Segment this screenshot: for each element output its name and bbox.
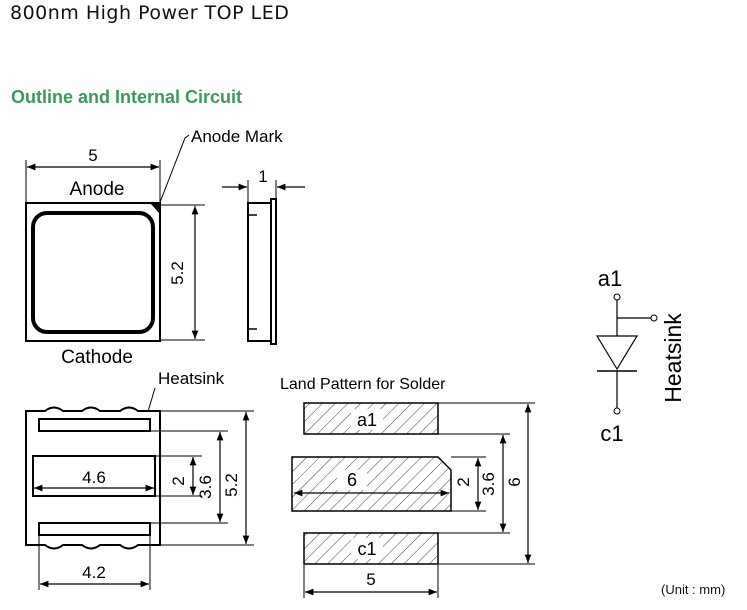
section-heading: Outline and Internal Circuit: [11, 87, 243, 107]
land-total-height-label: 6: [505, 477, 524, 486]
cathode-pad: [38, 522, 151, 536]
side-body: [247, 202, 272, 342]
top-view: 5 Anode Anode Mark 5.2 Cathode: [25, 127, 283, 368]
heatsink-height-dimension: 2: [169, 476, 188, 485]
total-height-dimension: 5.2: [222, 473, 241, 497]
land-center-height-label: 2: [454, 477, 473, 486]
anode-mark-label: Anode Mark: [191, 127, 283, 146]
cathode-label: Cathode: [61, 347, 133, 368]
circuit-heatsink-label: Heatsink: [660, 313, 686, 403]
anode-pad: [38, 418, 151, 432]
top-width-dimension: 5: [88, 146, 97, 165]
top-height-dimension: 5.2: [168, 261, 187, 285]
cathode-terminal: [613, 407, 621, 415]
page-title: 800nm High Power TOP LED: [10, 2, 290, 24]
heatsink-width-dimension: 4.6: [82, 468, 106, 487]
thickness-dimension: 1: [258, 167, 267, 186]
led-emitting-window: [31, 211, 155, 334]
land-pad-c1-label: c1: [357, 539, 376, 559]
unit-note: (Unit : mm): [661, 582, 726, 597]
land-bottom-width-label: 5: [366, 570, 375, 589]
heatsink-callout-label: Heatsink: [158, 369, 225, 388]
inner-height-dimension: 3.6: [196, 475, 215, 499]
heatsink-terminal: [650, 314, 658, 322]
anode-label: Anode: [70, 179, 125, 200]
bottom-view: Heatsink 4.6 4.2 2 3.6 5.2: [25, 369, 254, 590]
land-inner-height-label: 3.6: [479, 472, 498, 496]
diode-symbol: [595, 335, 639, 371]
anode-terminal: [613, 293, 621, 301]
land-pattern-title: Land Pattern for Solder: [280, 376, 446, 393]
land-pad-a1-label: a1: [357, 410, 377, 430]
side-lens: [270, 198, 277, 345]
circuit-cathode-label: c1: [600, 421, 623, 446]
anode-mark: [150, 203, 160, 214]
circuit-anode-label: a1: [598, 266, 622, 291]
land-center-width-label: 6: [347, 470, 357, 490]
land-pad-center: [291, 456, 452, 512]
internal-circuit: a1 c1 Heatsink: [595, 266, 686, 446]
side-view: 1: [222, 167, 305, 345]
pad-width-dimension: 4.2: [82, 563, 106, 582]
land-pattern: Land Pattern for Solder a1 6 c1 5 2 3.6 …: [280, 376, 535, 598]
